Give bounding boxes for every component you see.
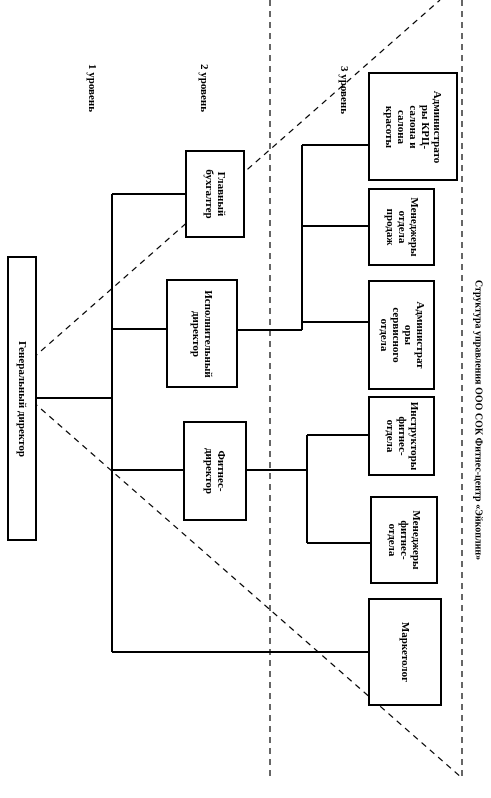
node-label: Инструкторы фитнес- отдела bbox=[383, 401, 420, 471]
level-2-label: 2 уровень bbox=[198, 63, 210, 113]
node-fitness-managers: Менеджеры фитнес- отдела bbox=[370, 496, 438, 584]
node-label: Генеральный директор bbox=[16, 340, 28, 457]
node-label: Исполнительный директор bbox=[190, 289, 214, 378]
node-admins-service: Администрат оры сервисного отдела bbox=[368, 280, 435, 390]
node-label: Менеджеры фитнес- отдела bbox=[386, 510, 422, 570]
diagram-caption: Структура управления ООО СОК Фитнес-цент… bbox=[472, 279, 484, 561]
node-executive-director: Исполнительный директор bbox=[166, 279, 238, 388]
level-3-label: 3 уровень bbox=[338, 65, 350, 115]
node-fitness-director: Фитнес- директор bbox=[183, 421, 247, 521]
node-label: Менеджеры отдела продаж bbox=[383, 197, 420, 257]
node-chief-accountant: Главный бухгалтер bbox=[185, 150, 245, 238]
node-sales-managers: Менеджеры отдела продаж bbox=[368, 188, 435, 266]
node-general-director: Генеральный директор bbox=[7, 256, 37, 541]
node-label: Администрат оры сервисного отдела bbox=[377, 301, 426, 369]
node-label: Фитнес- директор bbox=[203, 447, 227, 495]
node-marketer: Маркетолог bbox=[368, 598, 442, 706]
node-fitness-instructors: Инструкторы фитнес- отдела bbox=[368, 396, 435, 476]
node-admins-reception: Администрато ры КРЦ- салона и салона кра… bbox=[368, 72, 458, 181]
level-1-label: 1 уровень bbox=[86, 63, 98, 113]
node-label: Главный бухгалтер bbox=[203, 169, 227, 219]
node-label: Администрато ры КРЦ- салона и салона кра… bbox=[383, 90, 443, 163]
node-label: Маркетолог bbox=[399, 621, 411, 683]
triangle-edge-lower bbox=[7, 379, 463, 779]
